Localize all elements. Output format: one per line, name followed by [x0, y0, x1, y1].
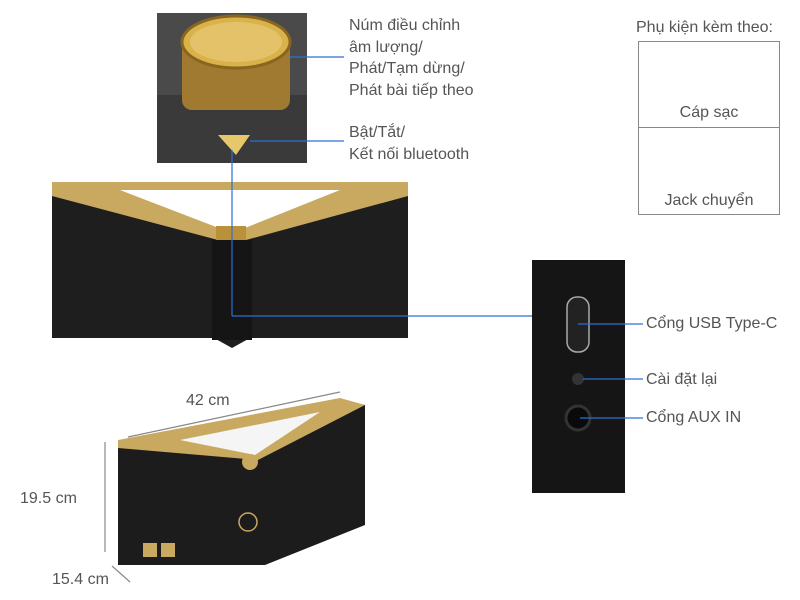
- label-line: Kết nối bluetooth: [349, 145, 470, 163]
- dimension-lines: [104, 391, 341, 583]
- usb-c-label: Cổng USB Type-C: [646, 315, 778, 332]
- accessory-jack-adapter: Jack chuyển: [638, 127, 780, 215]
- accessory-charging-cable: Cáp sạc: [638, 41, 780, 129]
- label-line: Núm điều chỉnh: [349, 17, 461, 34]
- label-line: Bật/Tắt/: [349, 124, 406, 141]
- accessories-title: Phụ kiện kèm theo:: [636, 19, 773, 36]
- aux-label: Cổng AUX IN: [646, 409, 742, 426]
- accessory-label: Jack chuyển: [664, 192, 754, 209]
- knob-closeup-photo: [157, 13, 307, 163]
- speaker-perspective-photo: [118, 398, 365, 565]
- width-dimension: 42 cm: [186, 392, 230, 409]
- label-line: Phát/Tạm dừng/: [349, 60, 465, 77]
- label-line: Phát bài tiếp theo: [349, 81, 474, 99]
- height-dimension: 19.5 cm: [20, 490, 77, 507]
- accessory-label: Cáp sạc: [679, 104, 739, 121]
- reset-label: Cài đặt lại: [646, 371, 718, 388]
- port-closeup-photo: [532, 260, 625, 493]
- power-button-label: Bật/Tắt/ Kết nối bluetooth: [349, 122, 469, 165]
- volume-knob-label: Núm điều chỉnh âm lượng/ Phát/Tạm dừng/ …: [349, 15, 474, 101]
- depth-dimension: 15.4 cm: [52, 571, 109, 588]
- speaker-front-photo: [52, 182, 408, 348]
- callout-lines: [231, 56, 643, 419]
- label-line: âm lượng/: [349, 38, 423, 56]
